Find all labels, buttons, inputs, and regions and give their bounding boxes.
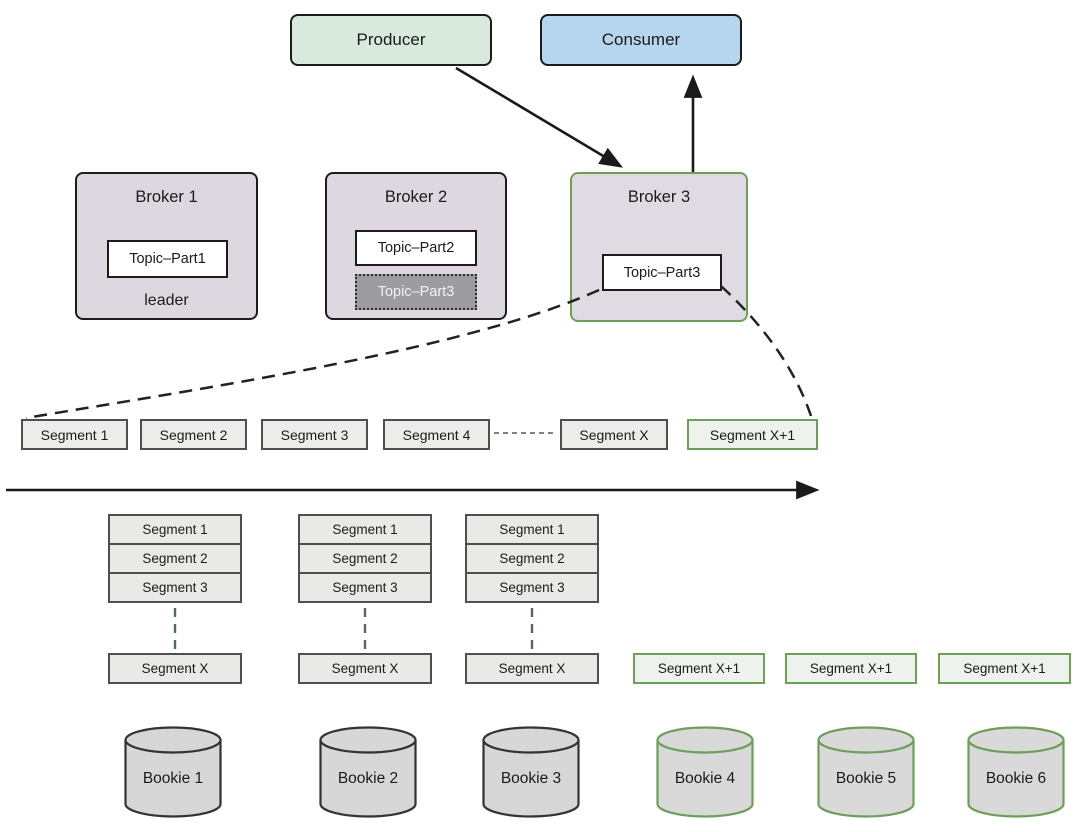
broker3-title: Broker 3 (627, 188, 691, 206)
stack3-segment-1: Segment 1 (465, 514, 599, 545)
timeline-segment-4: Segment 4 (383, 419, 490, 450)
broker2-topic-part3-replica: Topic–Part3 (355, 274, 477, 310)
stack3-segment-x: Segment X (465, 653, 599, 684)
consumer-label: Consumer (601, 30, 681, 49)
broker1-leader-label: leader (144, 292, 189, 309)
new-segment-x1-bookie5: Segment X+1 (785, 653, 917, 684)
stack3-segment-2: Segment 2 (465, 543, 599, 574)
database-cylinder-icon (967, 726, 1065, 818)
bookie1-label: Bookie 1 (142, 770, 204, 787)
bookie4-label: Bookie 4 (674, 770, 736, 787)
bookie2-label: Bookie 2 (337, 770, 399, 787)
broker1-topic-part1: Topic–Part1 (107, 240, 228, 278)
stack1-segment-1: Segment 1 (108, 514, 242, 545)
broker2-node: Broker 2 Topic–Part2 Topic–Part3 (325, 172, 507, 320)
broker2-title: Broker 2 (384, 188, 448, 206)
stack1-segment-x: Segment X (108, 653, 242, 684)
broker3-topic-part3: Topic–Part3 (602, 254, 722, 291)
producer-node: Producer (290, 14, 492, 66)
timeline-segment-x1: Segment X+1 (687, 419, 818, 450)
broker1-title: Broker 1 (135, 188, 198, 206)
consumer-node: Consumer (540, 14, 742, 66)
stack1-segment-3: Segment 3 (108, 572, 242, 603)
bookie1-node: Bookie 1 (123, 726, 223, 818)
stack2-segment-2: Segment 2 (298, 543, 432, 574)
stack2-segment-x: Segment X (298, 653, 432, 684)
database-cylinder-icon (817, 726, 915, 818)
database-cylinder-icon (124, 726, 222, 818)
bookie4-node: Bookie 4 (655, 726, 755, 818)
broker1-node: Broker 1 Topic–Part1 leader (75, 172, 258, 320)
stack1-segment-2: Segment 2 (108, 543, 242, 574)
new-segment-x1-bookie4: Segment X+1 (633, 653, 765, 684)
database-cylinder-icon (319, 726, 417, 818)
timeline-segment-3: Segment 3 (261, 419, 368, 450)
bookie2-node: Bookie 2 (318, 726, 418, 818)
bookie5-node: Bookie 5 (816, 726, 916, 818)
bookie3-node: Bookie 3 (481, 726, 581, 818)
timeline-segment-x: Segment X (560, 419, 668, 450)
database-cylinder-icon (656, 726, 754, 818)
bookie3-label: Bookie 3 (500, 770, 562, 787)
new-segment-x1-bookie6: Segment X+1 (938, 653, 1071, 684)
bookie6-node: Bookie 6 (966, 726, 1066, 818)
timeline-segment-1: Segment 1 (21, 419, 128, 450)
broker2-topic-part2: Topic–Part2 (355, 230, 477, 266)
database-cylinder-icon (482, 726, 580, 818)
broker3-node: Broker 3 Topic–Part3 (570, 172, 748, 322)
producer-label: Producer (356, 30, 426, 49)
stack2-segment-3: Segment 3 (298, 572, 432, 603)
timeline-segment-2: Segment 2 (140, 419, 247, 450)
stack3-segment-3: Segment 3 (465, 572, 599, 603)
stack2-segment-1: Segment 1 (298, 514, 432, 545)
bookie5-label: Bookie 5 (835, 770, 897, 787)
bookie6-label: Bookie 6 (985, 770, 1047, 787)
